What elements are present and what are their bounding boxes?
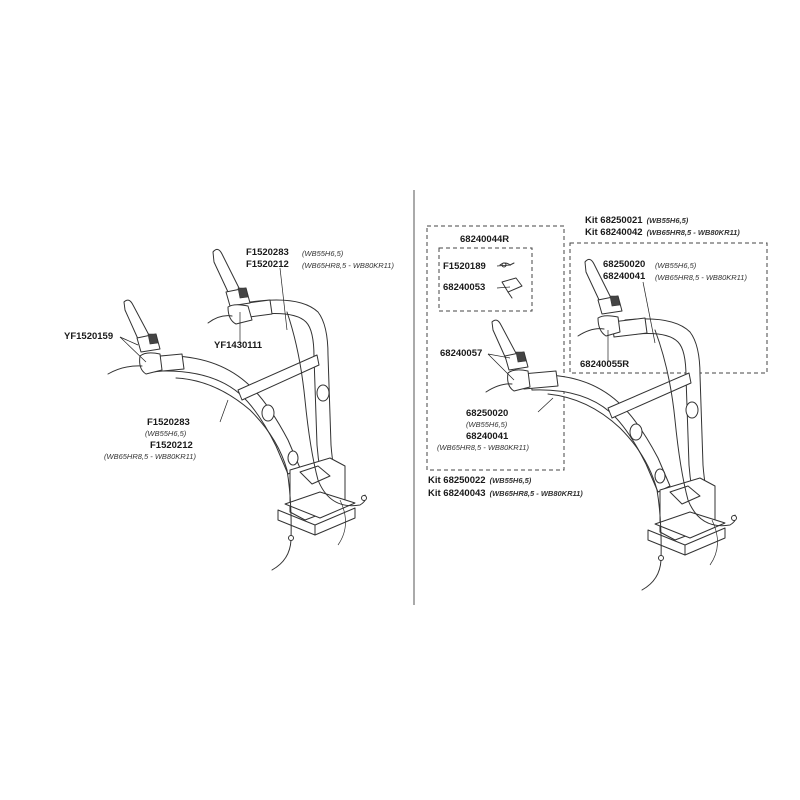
right-kit-cable-alt-pn: 68240041 <box>603 271 646 282</box>
right-left-lever-pn: 68240057 <box>440 348 483 359</box>
subkit-part2-pn: 68240053 <box>443 282 486 293</box>
right-kit-cable-variant: (WB55H6,5) <box>655 261 697 270</box>
left-kit-line2: Kit 68240043(WB65HR8,5 - WB80KR11) <box>428 488 583 499</box>
left-assembly-top-lever <box>207 248 253 325</box>
kit-box-left <box>426 225 565 471</box>
left-bottom-cable-alt-pn: F1520212 <box>150 440 193 451</box>
right-leader-lines <box>487 264 656 413</box>
left-bottom-cable-pn: F1520283 <box>147 417 190 428</box>
subkit-parts <box>499 262 523 299</box>
left-bottom-cable-alt-variant: (WB65HR8,5 - WB80KR11) <box>104 452 196 461</box>
kit-box-right <box>569 242 768 374</box>
left-top-cable-alt-pn: F1520212 <box>246 259 289 270</box>
right-kit-line2: Kit 68240042(WB65HR8,5 - WB80KR11) <box>585 227 740 238</box>
right-kit-lever <box>577 258 623 337</box>
subkit-pn: 68240044R <box>460 234 510 245</box>
left-assembly-side-lever <box>107 299 163 375</box>
left-kit-lever <box>485 319 531 393</box>
left-side-lever-pn: YF1520159 <box>64 331 114 342</box>
left-top-cable-pn: F1520283 <box>246 247 289 258</box>
left-leader-lines <box>119 267 288 423</box>
right-left-cable-alt-pn: 68240041 <box>466 431 509 442</box>
right-kit-cable-pn: 68250020 <box>603 259 646 270</box>
subkit-part1-pn: F1520189 <box>443 261 486 272</box>
right-handlebar <box>521 317 737 591</box>
right-left-cable-variant: (WB55H6,5) <box>466 420 508 429</box>
left-top-cable-variant: (WB55H6,5) <box>302 249 344 258</box>
right-kit-cable-alt-variant: (WB65HR8,5 - WB80KR11) <box>655 273 747 282</box>
left-clamp-pn: YF1430111 <box>214 340 263 351</box>
right-left-cable-alt-variant: (WB65HR8,5 - WB80KR11) <box>437 443 529 452</box>
left-bottom-cable-variant: (WB55H6,5) <box>145 429 187 438</box>
left-kit-line1: Kit 68250022(WB55H6,5) <box>428 475 532 486</box>
left-top-cable-alt-variant: (WB65HR8,5 - WB80KR11) <box>302 261 394 270</box>
right-kit-line1: Kit 68250021(WB55H6,5) <box>585 215 689 226</box>
left-handlebar <box>149 299 367 571</box>
subkit-box <box>438 247 533 312</box>
right-kit-lever-pn: 68240055R <box>580 359 630 370</box>
right-left-cable-pn: 68250020 <box>466 408 509 419</box>
